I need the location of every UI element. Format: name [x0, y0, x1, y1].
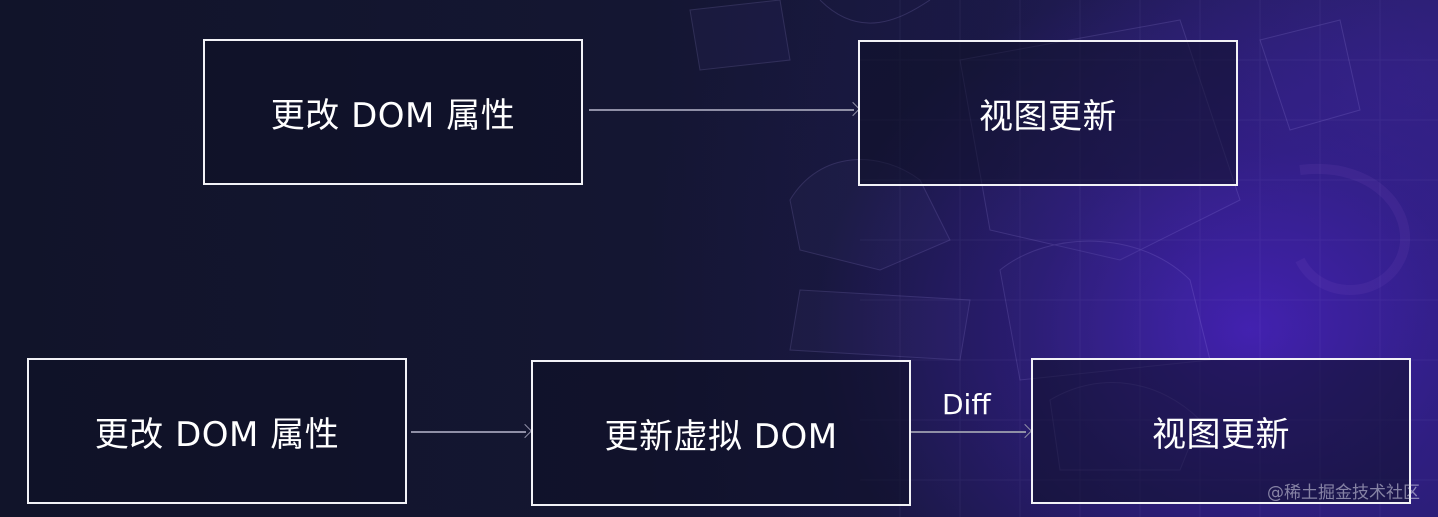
top-step-view-update-label: 视图更新 [979, 96, 1117, 137]
bottom-step-view-update-label: 视图更新 [1152, 414, 1290, 455]
top-arrow [589, 101, 861, 117]
top-arrow-line [589, 109, 854, 111]
diff-edge-label: Diff [942, 388, 991, 421]
bottom-step-update-vdom-box: 更新虚拟 DOM [531, 360, 911, 506]
top-step-change-dom-label: 更改 DOM 属性 [270, 95, 516, 136]
bottom-arrow-2-line [911, 431, 1026, 433]
watermark: @稀土掘金技术社区 [1267, 483, 1420, 503]
bottom-arrow-2 [911, 423, 1033, 439]
bottom-step-view-update-box: 视图更新 [1031, 358, 1411, 504]
bottom-step-change-dom-label: 更改 DOM 属性 [94, 414, 340, 455]
bottom-arrow-1-line [411, 431, 526, 433]
top-step-view-update-box: 视图更新 [858, 40, 1238, 186]
bottom-step-change-dom-box: 更改 DOM 属性 [27, 358, 407, 504]
bottom-arrow-1 [411, 423, 533, 439]
bottom-arrow-1-head-icon [517, 423, 533, 439]
bottom-step-update-vdom-label: 更新虚拟 DOM [604, 416, 838, 457]
top-step-change-dom-box: 更改 DOM 属性 [203, 39, 583, 185]
bottom-arrow-2-head-icon [1017, 423, 1033, 439]
